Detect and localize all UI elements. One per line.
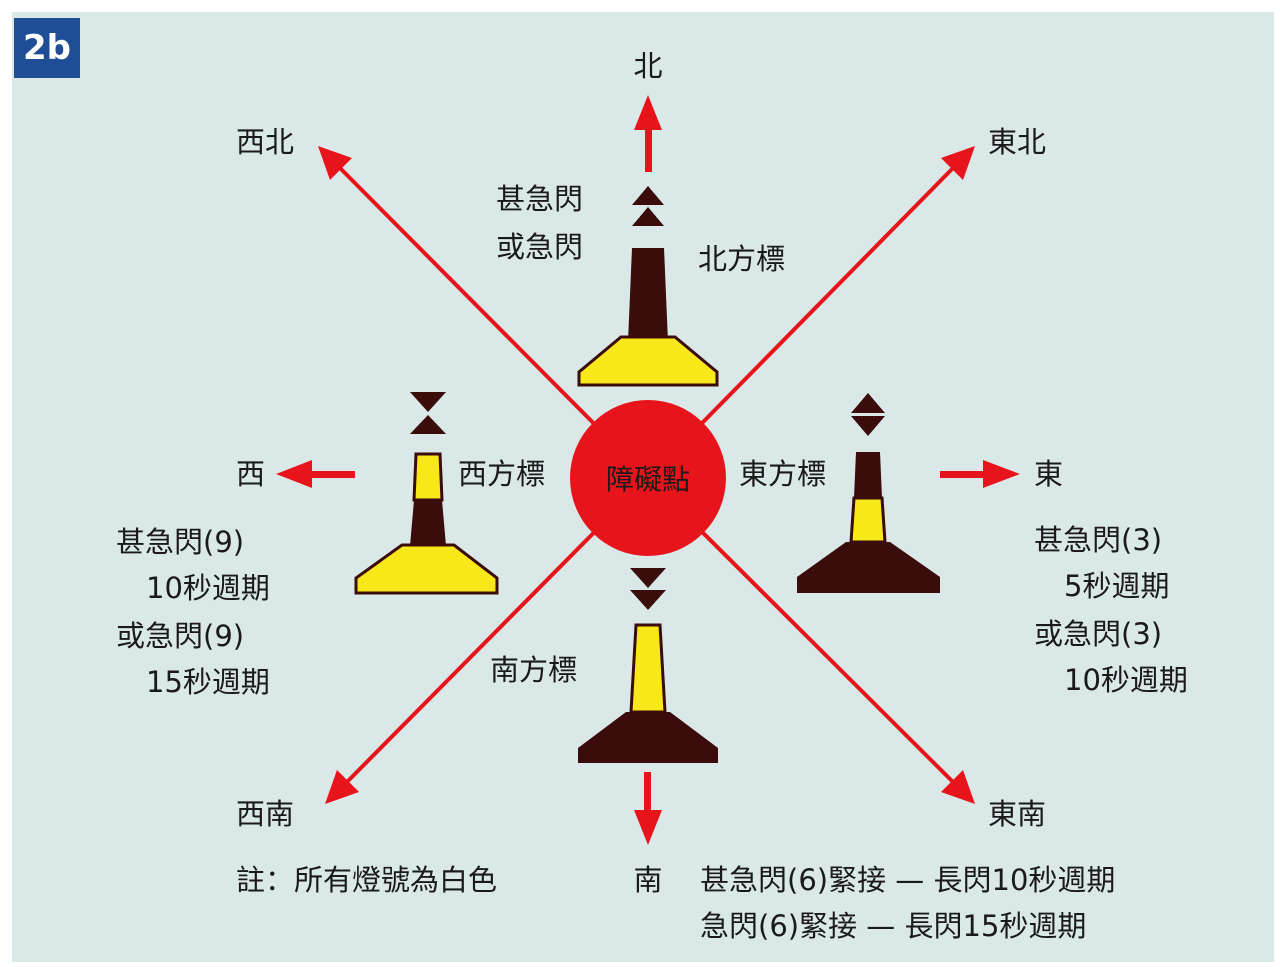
north-topmark-lower-cone <box>632 207 664 226</box>
southeast-arrowhead <box>941 770 975 804</box>
east-light-line-3: 或急閃(3) <box>1034 617 1163 651</box>
west-mark-base-yellow <box>354 543 499 595</box>
east-topmark-upper <box>851 393 885 413</box>
direction-west: 西 <box>236 457 266 491</box>
west-topmark-lower <box>410 415 446 434</box>
north-topmark-upper-cone <box>632 186 664 205</box>
east-mark-body-yellow <box>849 496 887 544</box>
east-light-line-4: 10秒週期 <box>1064 663 1188 697</box>
direction-southeast: 東南 <box>988 797 1047 831</box>
west-light-line-4: 15秒週期 <box>146 665 270 699</box>
south-arrow-head <box>634 810 662 845</box>
east-arrow-head <box>983 460 1020 488</box>
south-arrow-shaft <box>644 772 651 812</box>
east-mark-base-black <box>797 542 940 593</box>
south-mark-name: 南方標 <box>490 653 578 687</box>
south-mark <box>578 568 718 763</box>
southwest-arrowhead <box>325 770 359 804</box>
west-light-line-1: 甚急閃(9) <box>116 525 245 559</box>
northeast-arrowhead <box>941 146 975 180</box>
direction-north: 北 <box>633 49 663 83</box>
west-light-line-3: 或急閃(9) <box>116 619 245 653</box>
south-mark-base-black <box>578 712 718 763</box>
east-mark-body-top-black <box>854 452 882 498</box>
lights-note: 註：所有燈號為白色 <box>236 863 498 897</box>
direction-southwest: 西南 <box>236 797 295 831</box>
west-arrow-head <box>276 460 312 488</box>
east-light-line-1: 甚急閃(3) <box>1034 523 1163 557</box>
direction-east: 東 <box>1034 457 1064 491</box>
north-arrow-head <box>634 95 662 130</box>
east-mark-name: 東方標 <box>739 457 827 491</box>
south-light-line-1: 甚急閃(6)緊接 — 長閃10秒週期 <box>700 863 1116 897</box>
north-light-line-1: 甚急閃 <box>496 182 584 216</box>
direction-northeast: 東北 <box>988 125 1047 159</box>
south-topmark-lower <box>630 590 666 610</box>
east-arrow-shaft <box>940 471 985 478</box>
east-mark <box>797 393 940 593</box>
northwest-arrowhead <box>318 146 352 180</box>
cardinal-arrows <box>276 95 1020 845</box>
direction-northwest: 西北 <box>236 125 295 159</box>
north-mark <box>577 186 719 387</box>
north-arrow-shaft <box>645 128 652 172</box>
obstacle-circle <box>570 400 726 556</box>
west-mark-body-black <box>410 500 446 546</box>
west-mark <box>354 392 499 595</box>
north-light-line-2: 或急閃 <box>496 230 584 264</box>
direction-south: 南 <box>633 863 663 897</box>
east-light-line-2: 5秒週期 <box>1064 569 1170 603</box>
north-mark-name: 北方標 <box>698 242 786 276</box>
north-mark-base-yellow <box>577 335 719 387</box>
west-topmark-upper <box>410 392 446 412</box>
west-mark-name: 西方標 <box>458 457 546 491</box>
obstacle-label: 障礙點 <box>605 463 691 496</box>
west-mark-body-top-yellow <box>412 452 444 502</box>
diagonal-arrowheads <box>318 146 975 804</box>
south-mark-body-yellow <box>629 623 667 714</box>
south-topmark-upper <box>630 568 666 588</box>
south-light-line-2: 急閃(6)緊接 — 長閃15秒週期 <box>700 909 1087 943</box>
figure-label-badge: 2b <box>14 18 80 78</box>
west-light-line-2: 10秒週期 <box>146 571 270 605</box>
east-topmark-lower <box>851 416 885 436</box>
west-arrow-shaft <box>310 471 355 478</box>
north-mark-body-black <box>628 248 668 342</box>
